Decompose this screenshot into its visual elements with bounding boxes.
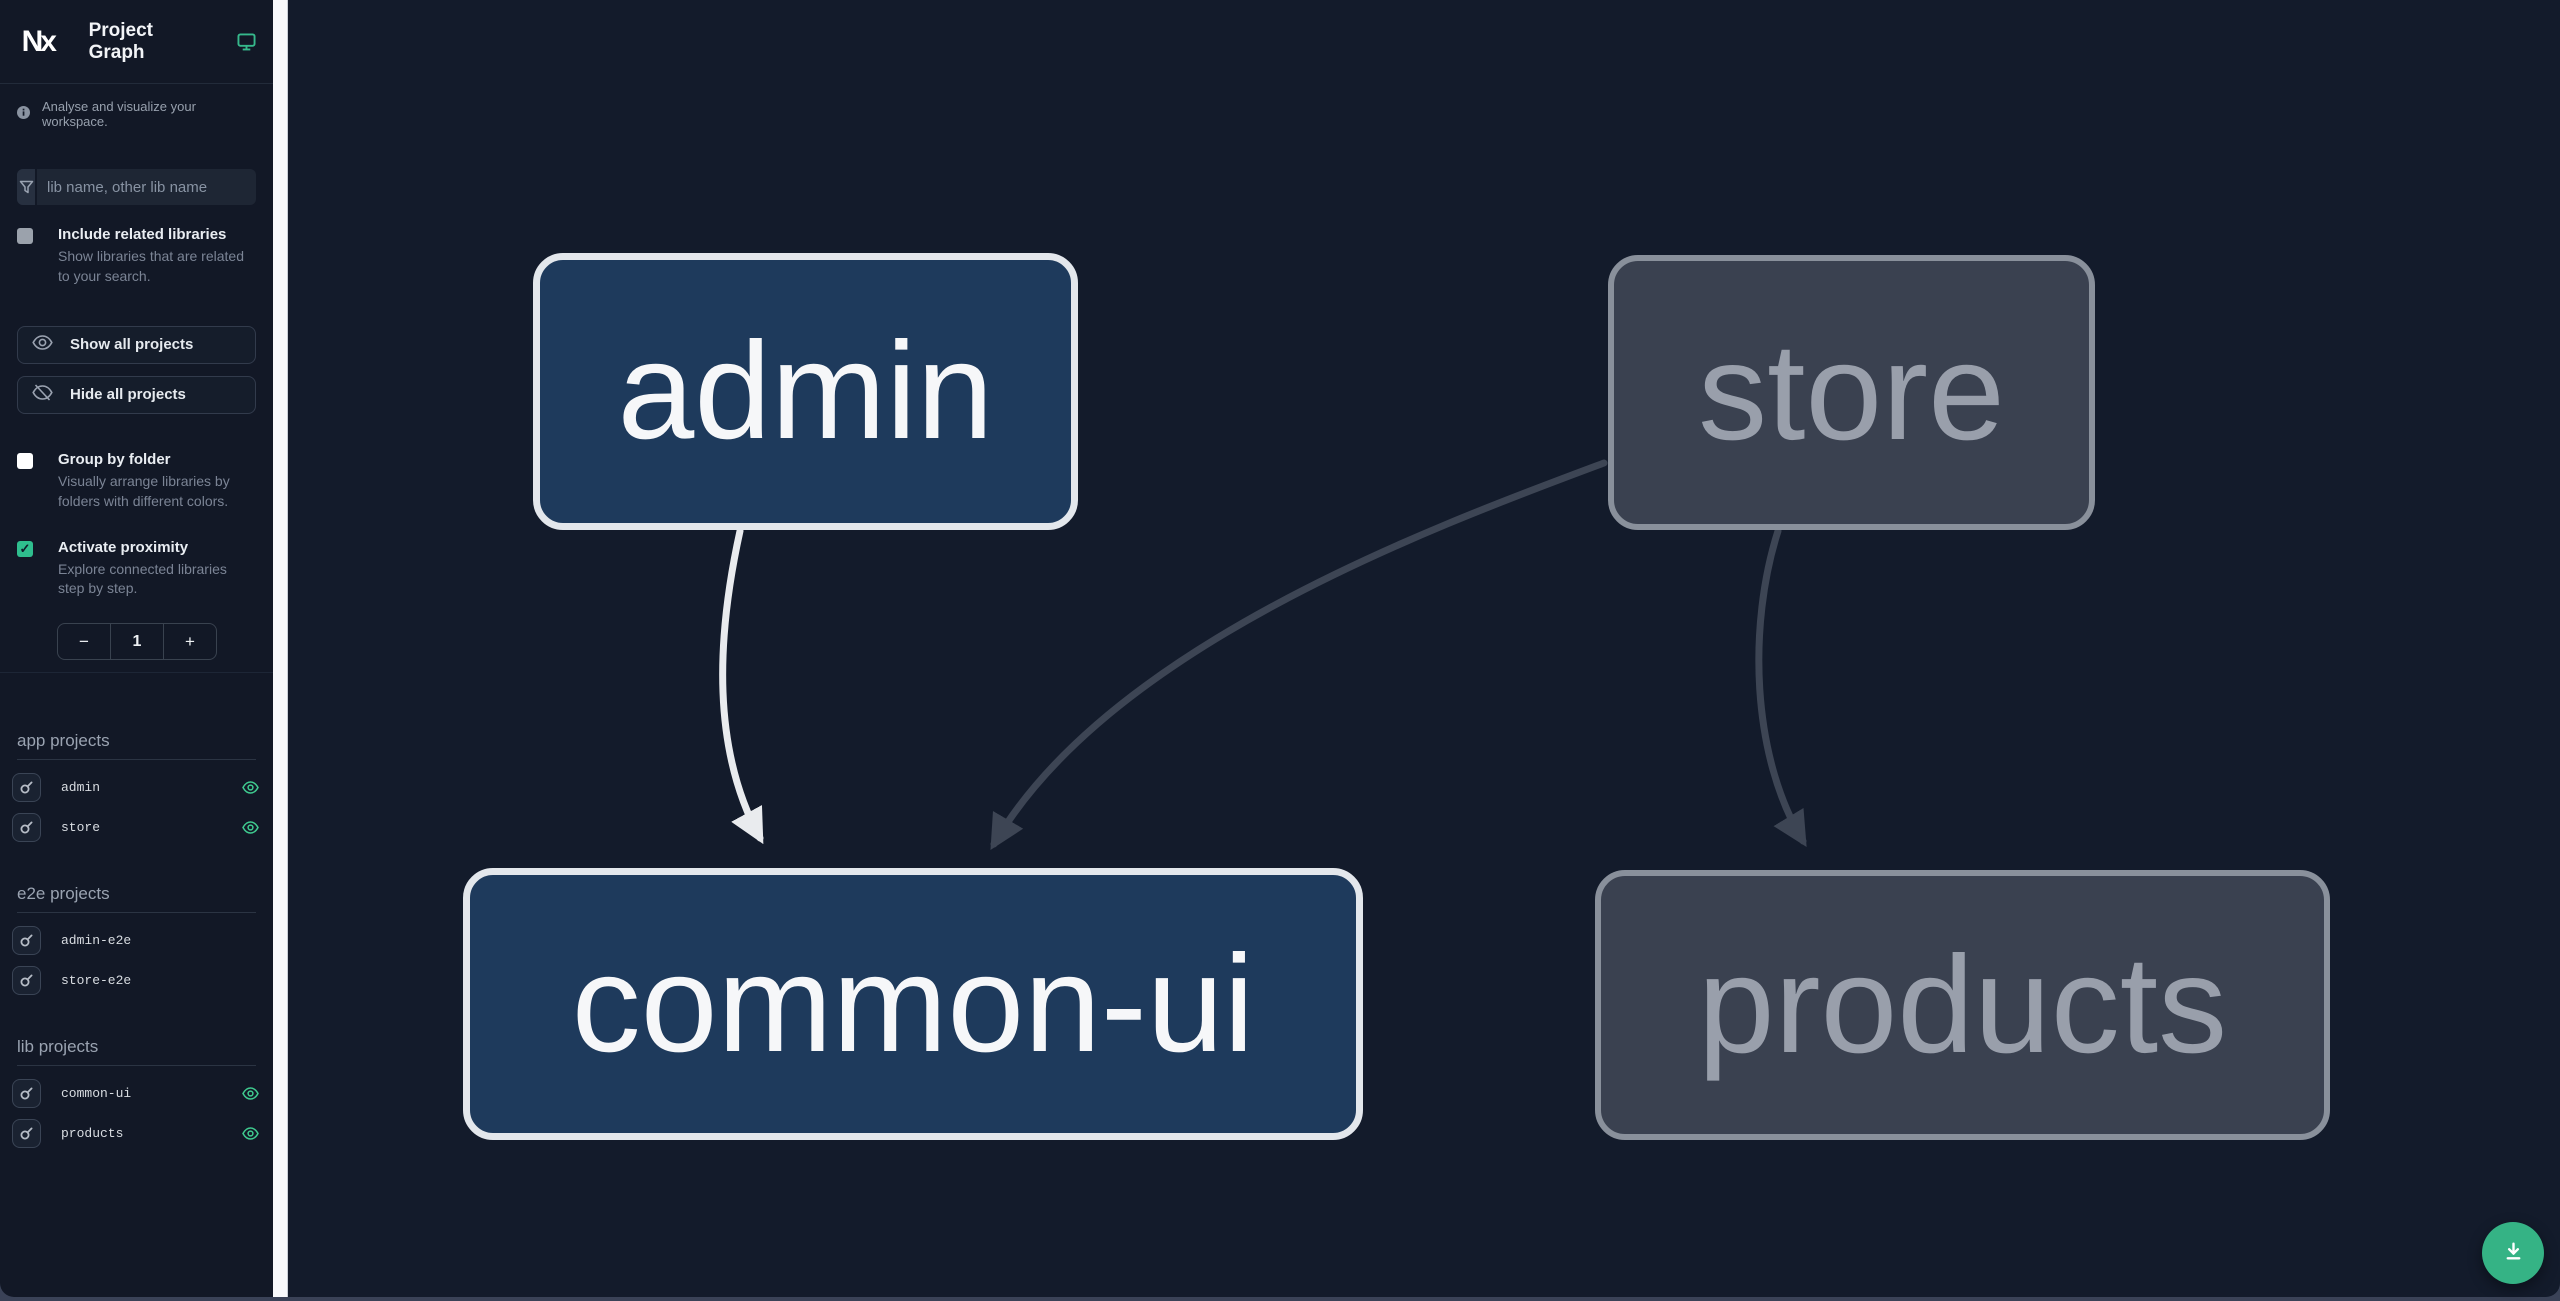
section-app-projects: app projects admin	[0, 731, 273, 842]
edge-store-to-products	[1755, 527, 1807, 847]
app-title: Project Graph	[88, 19, 153, 63]
graph-node-store[interactable]: store	[1608, 255, 2095, 530]
section-lib-projects: lib projects common-ui	[0, 1037, 273, 1148]
sidebar-header: Nx Project Graph	[0, 0, 273, 84]
toggle-visibility-eye-icon[interactable]	[242, 780, 259, 794]
graph-node-admin[interactable]: admin	[533, 253, 1078, 530]
project-name: common-ui	[61, 1085, 132, 1101]
info-icon	[17, 106, 30, 122]
group-by-folder-label: Group by folder	[58, 450, 171, 468]
sidebar: Nx Project Graph Analyse and visualize y…	[0, 0, 273, 1297]
project-row-store-e2e: store-e2e	[12, 965, 259, 995]
project-name: store	[61, 819, 101, 835]
group-by-folder-description: Visually arrange libraries by folders wi…	[58, 472, 230, 509]
section-title: e2e projects	[17, 884, 256, 914]
focus-project-button[interactable]	[12, 812, 41, 842]
show-all-projects-button[interactable]: Show all projects	[17, 325, 256, 364]
project-row-products: products	[12, 1118, 259, 1148]
section-title: lib projects	[17, 1037, 256, 1067]
project-lists: app projects admin	[0, 672, 273, 1297]
proximity-decrease-button[interactable]: −	[58, 624, 110, 659]
project-row-admin-e2e: admin-e2e	[12, 925, 259, 955]
filter-input[interactable]	[37, 169, 256, 205]
activate-proximity-label: Activate proximity	[58, 538, 189, 556]
graph-canvas[interactable]: admin store common-ui products	[288, 0, 2560, 1297]
toggle-visibility-eye-icon[interactable]	[242, 1086, 259, 1100]
eye-off-icon	[32, 384, 53, 405]
graph-node-common-ui[interactable]: common-ui	[463, 868, 1363, 1140]
focus-project-button[interactable]	[12, 772, 41, 802]
proximity-increase-button[interactable]: +	[164, 624, 216, 659]
toggle-visibility-eye-icon[interactable]	[242, 820, 259, 834]
project-name: admin	[61, 779, 101, 795]
activate-proximity-description: Explore connected libraries step by step…	[58, 560, 227, 597]
project-name: admin-e2e	[61, 932, 132, 948]
tagline-text: Analyse and visualize your workspace.	[42, 99, 196, 129]
proximity-value: 1	[110, 624, 164, 660]
hide-all-projects-button[interactable]: Hide all projects	[17, 375, 256, 414]
focus-project-button[interactable]	[12, 1078, 41, 1108]
filter-funnel-icon	[17, 169, 37, 205]
group-by-folder-checkbox[interactable]	[17, 452, 33, 469]
focus-project-button[interactable]	[12, 1118, 41, 1148]
graph-node-products[interactable]: products	[1595, 870, 2330, 1140]
download-icon	[2501, 1239, 2526, 1267]
hide-all-label: Hide all projects	[70, 386, 186, 404]
edge-admin-to-common-ui	[719, 527, 764, 845]
project-name: products	[61, 1125, 124, 1141]
sidebar-resize-strip[interactable]	[273, 0, 288, 1297]
include-related-checkbox[interactable]	[17, 228, 33, 244]
include-related-toggle: Include related libraries Show libraries…	[0, 226, 273, 287]
section-e2e-projects: e2e projects admin-e2e	[0, 884, 273, 995]
group-by-folder-toggle: Group by folder Visually arrange librari…	[0, 451, 273, 512]
show-all-label: Show all projects	[70, 336, 194, 354]
filter-box	[17, 169, 256, 205]
activate-proximity-checkbox[interactable]: ✓	[17, 540, 33, 557]
eye-icon	[32, 335, 53, 354]
include-related-label: Include related libraries	[58, 226, 227, 243]
project-name: store-e2e	[61, 972, 132, 988]
focus-project-button[interactable]	[12, 925, 41, 955]
project-row-admin: admin	[12, 772, 259, 802]
project-row-store: store	[12, 812, 259, 842]
proximity-stepper: − 1 +	[57, 623, 217, 661]
monitor-icon	[237, 32, 256, 51]
activate-proximity-toggle: ✓ Activate proximity Explore connected l…	[0, 539, 273, 600]
workspace-tagline: Analyse and visualize your workspace.	[0, 99, 273, 129]
dependency-edges	[719, 459, 1807, 851]
download-graph-button[interactable]	[2482, 1222, 2544, 1284]
section-title: app projects	[17, 731, 256, 761]
toggle-visibility-eye-icon[interactable]	[242, 1126, 259, 1140]
project-row-common-ui: common-ui	[12, 1078, 259, 1108]
edge-store-to-common-ui	[990, 459, 1608, 851]
include-related-description: Show libraries that are related to your …	[58, 248, 244, 284]
focus-project-button[interactable]	[12, 965, 41, 995]
nx-logo: Nx	[21, 24, 57, 58]
